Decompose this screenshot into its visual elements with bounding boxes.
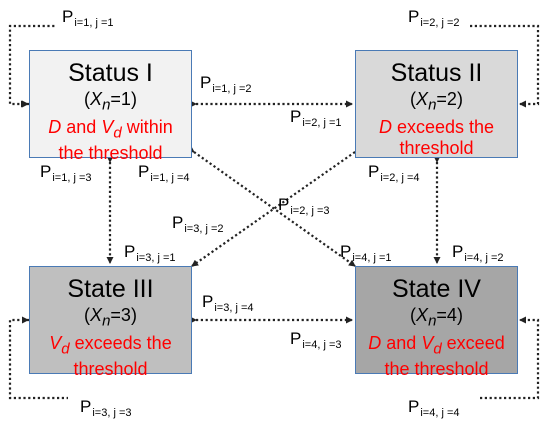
label-p43: Pi=4, j =3: [290, 329, 342, 352]
p-symbol: P: [200, 73, 212, 92]
p-symbol: P: [368, 162, 380, 181]
label-p44-sub: i=4, j =4: [420, 407, 460, 419]
label-p23-sub: i=2, j =3: [290, 205, 330, 217]
label-p31-sub: i=3, j =1: [136, 252, 176, 264]
p-symbol: P: [290, 107, 302, 126]
label-p13-sub: i=1, j =3: [52, 172, 92, 184]
state-xn-3: (Xn=3): [84, 305, 137, 330]
state-title-2: Status II: [390, 59, 483, 87]
state-xn-2: (Xn=2): [410, 89, 463, 114]
state-title-3: State III: [67, 275, 154, 303]
p-symbol: P: [408, 397, 420, 416]
label-p24-sub: i=2, j =4: [380, 172, 420, 184]
xn-value-2: 2: [446, 89, 457, 109]
label-p32: Pi=3, j =2: [172, 213, 224, 236]
self-loop-3-head: [22, 316, 29, 324]
label-p22: Pi=2, j =2: [408, 7, 460, 30]
label-p44: Pi=4, j =4: [408, 397, 460, 420]
label-p41: Pi=4, j =1: [340, 242, 392, 265]
label-p31: Pi=3, j =1: [124, 242, 176, 265]
label-p14-sub: i=1, j =4: [150, 172, 190, 184]
label-p33-sub: i=3, j =3: [92, 407, 132, 419]
xn-base: X: [90, 89, 103, 109]
label-p21-sub: i=2, j =1: [302, 117, 342, 129]
p-symbol: P: [80, 397, 92, 416]
p-symbol: P: [124, 242, 136, 261]
state-title-1: Status I: [68, 59, 153, 87]
label-p41-sub: i=4, j =1: [352, 252, 392, 264]
xn-sub: n: [428, 312, 437, 330]
label-p12-sub: i=1, j =2: [212, 83, 252, 95]
label-p12: Pi=1, j =2: [200, 73, 252, 96]
p-symbol: P: [40, 162, 52, 181]
label-p11-sub: i=1, j =1: [74, 17, 114, 29]
p-symbol: P: [340, 242, 352, 261]
p-symbol: P: [290, 329, 302, 348]
xn-base: X: [90, 305, 103, 325]
label-p23: Pi=2, j =3: [278, 195, 330, 218]
self-loop-1-head: [22, 100, 29, 108]
p-symbol: P: [62, 7, 74, 26]
xn-base: X: [416, 305, 429, 325]
label-p21: Pi=2, j =1: [290, 107, 342, 130]
p-symbol: P: [278, 195, 290, 214]
label-p11: Pi=1, j =1: [62, 7, 114, 30]
label-p43-sub: i=4, j =3: [302, 339, 342, 351]
label-p33: Pi=3, j =3: [80, 397, 132, 420]
label-p34-sub: i=3, j =4: [214, 302, 254, 314]
state-title-4: State IV: [392, 275, 481, 303]
label-p42-sub: i=4, j =2: [464, 252, 504, 264]
state-xn-1: (Xn=1): [84, 89, 137, 114]
xn-sub: n: [428, 96, 437, 114]
p-symbol: P: [202, 292, 214, 311]
xn-sub: n: [102, 96, 111, 114]
label-p32-sub: i=3, j =2: [184, 223, 224, 235]
p-symbol: P: [172, 213, 184, 232]
xn-sub: n: [102, 312, 111, 330]
self-loop-4-arrow: [480, 316, 540, 400]
label-p24: Pi=2, j =4: [368, 162, 420, 185]
p-symbol: P: [138, 162, 150, 181]
label-p42: Pi=4, j =2: [452, 242, 504, 265]
label-p22-sub: i=2, j =2: [420, 17, 460, 29]
xn-value-4: 4: [446, 305, 457, 325]
xn-value-1: 1: [120, 89, 131, 109]
self-loop-2-arrow: [470, 24, 540, 108]
label-p34: Pi=3, j =4: [202, 292, 254, 315]
p-symbol: P: [408, 7, 420, 26]
label-p13: Pi=1, j =3: [40, 162, 92, 185]
label-p14: Pi=1, j =4: [138, 162, 190, 185]
xn-base: X: [416, 89, 429, 109]
self-loop-3-arrow: [8, 318, 68, 400]
p-symbol: P: [452, 242, 464, 261]
self-loop-1-arrow: [8, 24, 55, 106]
xn-value-3: 3: [120, 305, 131, 325]
state-xn-4: (Xn=4): [410, 305, 463, 330]
